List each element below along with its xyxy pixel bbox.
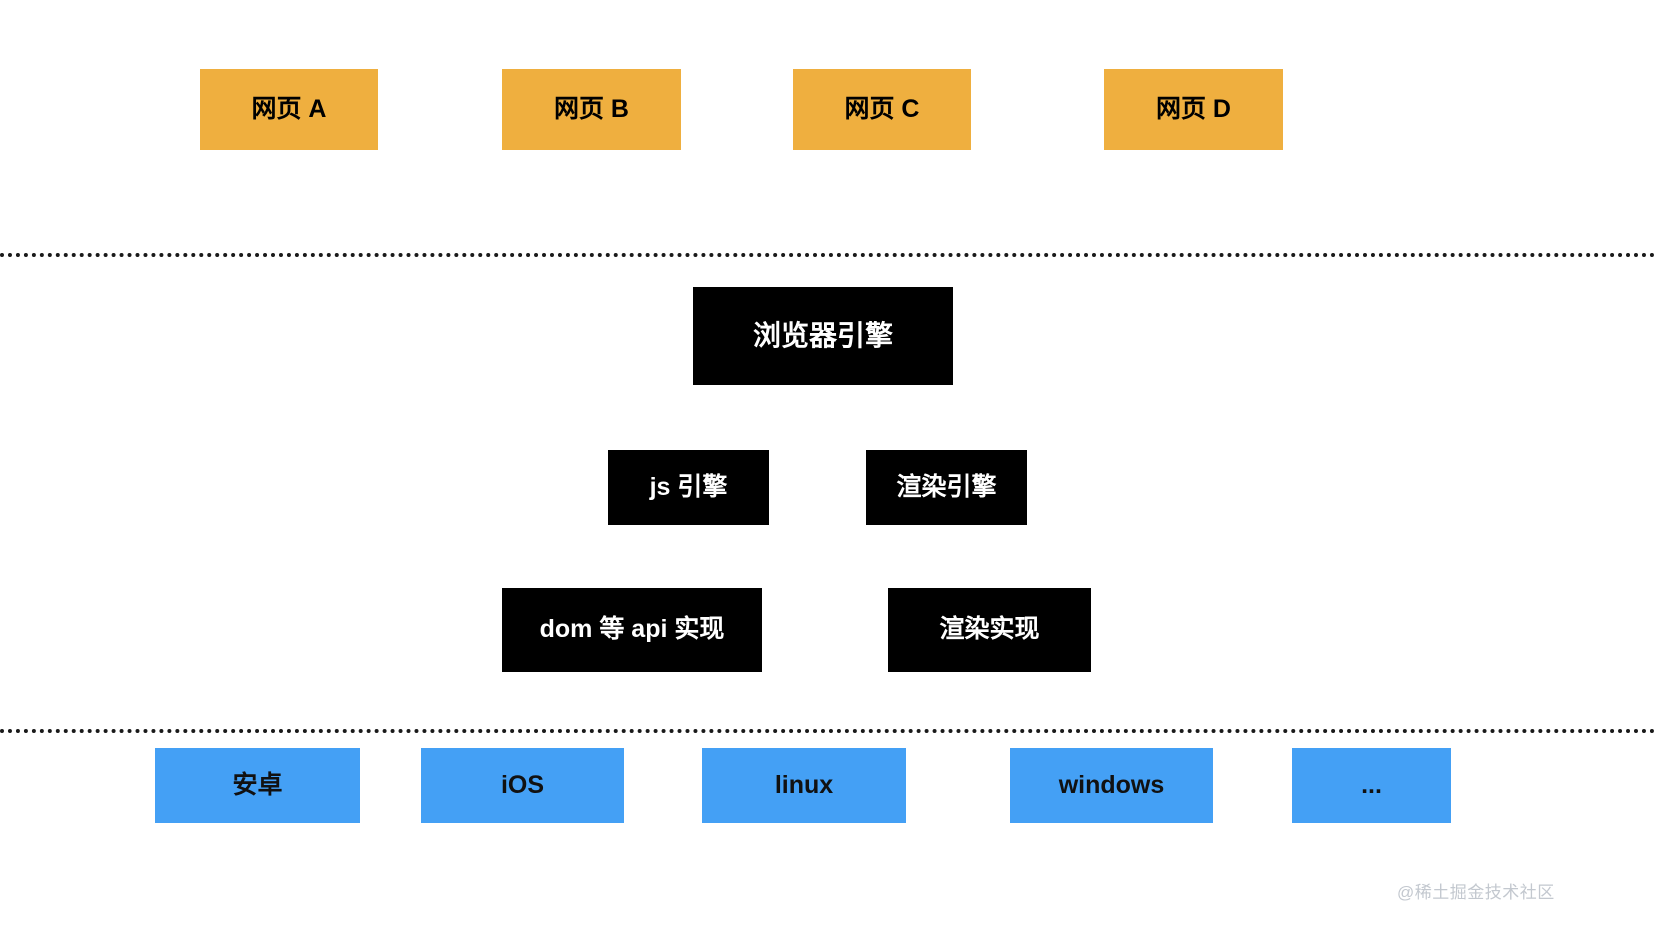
web-page-box-label: 网页 A [251,94,327,123]
engine-box-label: 渲染实现 [939,615,1040,644]
engine-box-2: 渲染引擎 [866,450,1027,525]
os-box-label: windows [1058,770,1165,799]
web-page-box-label: 网页 B [553,94,629,123]
engine-box-0: 浏览器引擎 [693,287,953,385]
os-box-label: 安卓 [232,770,283,799]
os-box-label: ... [1361,770,1382,799]
engine-box-label: dom 等 api 实现 [539,615,725,644]
os-box-1: iOS [421,748,624,823]
web-page-box-1: 网页 B [502,69,681,150]
os-box-3: windows [1010,748,1213,823]
web-page-box-label: 网页 D [1155,94,1231,123]
os-box-label: linux [774,770,834,799]
watermark: @稀土掘金技术社区 [1397,883,1555,902]
web-page-box-2: 网页 C [793,69,971,150]
engine-box-4: 渲染实现 [888,588,1091,672]
engine-box-3: dom 等 api 实现 [502,588,762,672]
os-box-label: iOS [500,770,545,799]
divider-pages-engine [0,253,1656,257]
web-page-box-label: 网页 C [844,94,920,123]
web-page-box-3: 网页 D [1104,69,1283,150]
engine-box-label: js 引擎 [649,472,728,501]
engine-box-label: 渲染引擎 [896,472,997,501]
web-page-box-0: 网页 A [200,69,378,150]
engine-box-label: 浏览器引擎 [752,319,893,351]
os-box-4: ... [1292,748,1451,823]
os-box-2: linux [702,748,906,823]
engine-box-1: js 引擎 [608,450,769,525]
divider-engine-os [0,729,1656,733]
os-box-0: 安卓 [155,748,360,823]
